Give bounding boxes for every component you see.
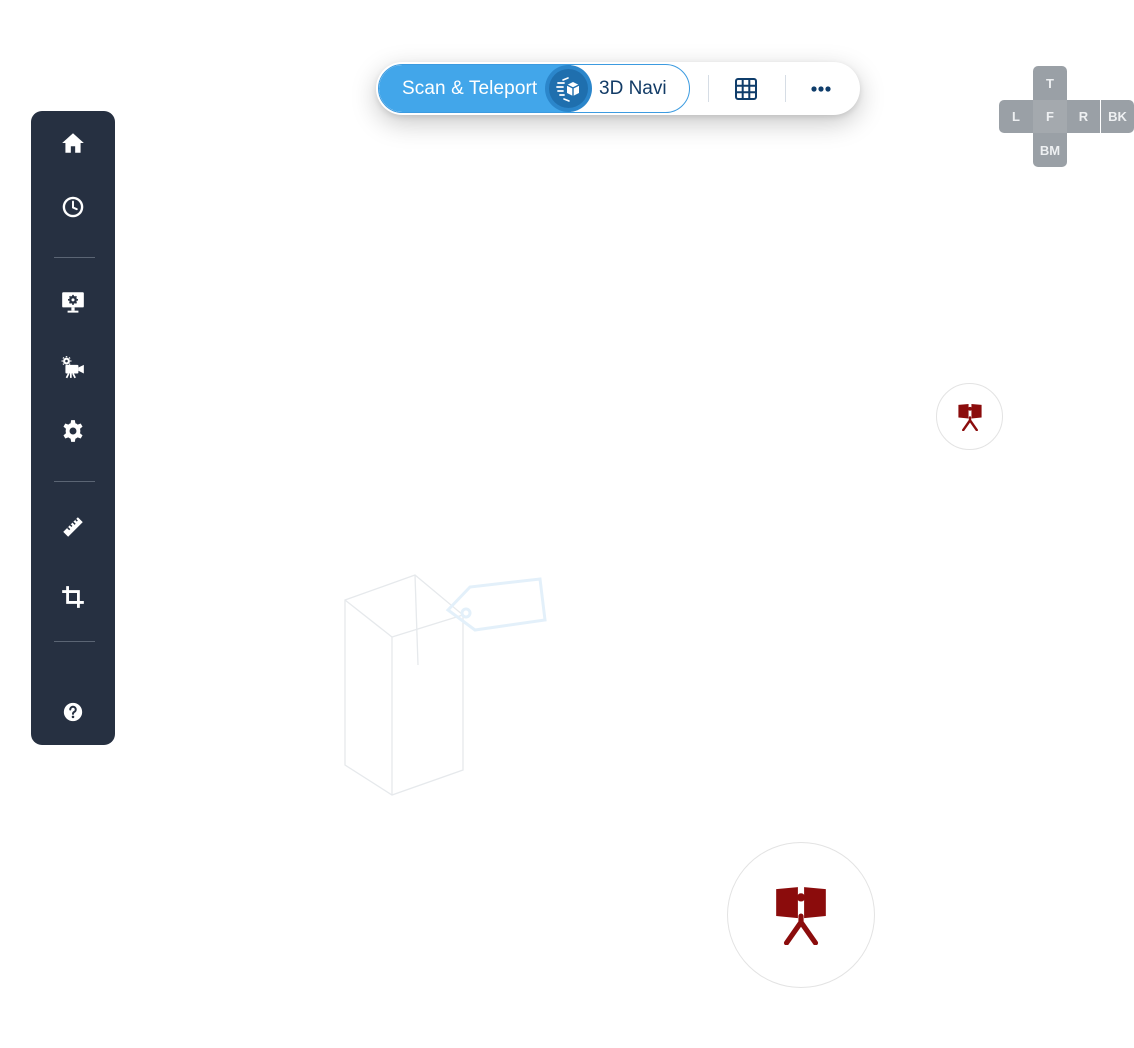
crop-icon — [62, 586, 84, 608]
scanner-tripod-icon — [957, 403, 982, 431]
help-icon — [63, 702, 83, 722]
view-left[interactable]: L — [999, 100, 1033, 133]
ruler-icon — [63, 517, 83, 537]
sidebar-divider — [54, 257, 95, 258]
home-icon — [62, 133, 84, 153]
scanner-tripod-icon — [776, 887, 826, 945]
scan-teleport-mode[interactable]: Scan & Teleport — [379, 65, 571, 112]
camera-settings-icon — [61, 356, 84, 379]
3d-box-object[interactable] — [330, 565, 560, 805]
more-horizontal-icon — [811, 86, 831, 92]
clock-icon — [62, 196, 84, 218]
help-button[interactable] — [31, 690, 115, 734]
crop-button[interactable] — [31, 575, 115, 619]
toolbar-separator — [785, 75, 786, 102]
3d-cube-motion-icon — [555, 76, 579, 102]
view-front[interactable]: F — [1033, 100, 1067, 133]
3d-navi-mode[interactable]: 3D Navi — [599, 77, 667, 99]
top-toolbar: Scan & Teleport 3D Navi — [376, 62, 860, 115]
scan-position-marker[interactable] — [936, 383, 1003, 450]
toolbar-separator — [708, 75, 709, 102]
sidebar-divider — [54, 481, 95, 482]
sidebar-divider — [54, 641, 95, 642]
monitor-settings-icon — [62, 292, 84, 313]
camera-settings-button[interactable] — [31, 345, 115, 389]
scan-position-marker[interactable] — [727, 842, 875, 988]
scan-teleport-label: Scan & Teleport — [402, 77, 538, 99]
history-button[interactable] — [31, 185, 115, 229]
gear-icon — [63, 420, 83, 442]
display-settings-button[interactable] — [31, 280, 115, 324]
view-back[interactable]: BK — [1101, 100, 1134, 133]
view-right[interactable]: R — [1067, 100, 1100, 133]
settings-button[interactable] — [31, 409, 115, 453]
grid-view-button[interactable] — [729, 72, 763, 106]
view-bottom[interactable]: BM — [1033, 133, 1067, 167]
grid-icon — [735, 78, 757, 100]
home-button[interactable] — [31, 121, 115, 165]
more-options-button[interactable] — [804, 72, 838, 106]
view-top[interactable]: T — [1033, 66, 1067, 100]
mode-toggle-knob[interactable] — [545, 65, 592, 112]
measure-button[interactable] — [31, 505, 115, 549]
left-sidebar — [31, 111, 115, 745]
mode-toggle[interactable]: Scan & Teleport 3D Navi — [378, 64, 690, 113]
